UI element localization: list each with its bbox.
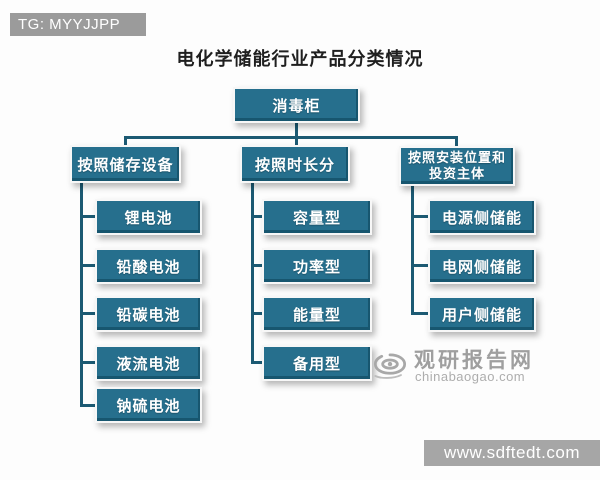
leaf-node: 备用型 bbox=[262, 345, 372, 381]
connector-branch1-stub-4 bbox=[80, 361, 95, 364]
leaf-node: 铅酸电池 bbox=[95, 248, 202, 284]
connector-branch1-stub-3 bbox=[80, 312, 95, 315]
watermark-url-bar: www.sdftedt.com bbox=[424, 440, 600, 466]
leaf-node: 液流电池 bbox=[95, 345, 202, 381]
root-node: 消毒柜 bbox=[233, 87, 360, 123]
connector-branch3-stub-2 bbox=[411, 264, 428, 267]
connector-branch1-stub-2 bbox=[80, 264, 95, 267]
connector-drop-branch-1 bbox=[124, 136, 127, 146]
connector-branch1-stub-1 bbox=[80, 215, 95, 218]
leaf-node: 容量型 bbox=[262, 199, 372, 235]
connector-root-stem bbox=[295, 122, 298, 138]
leaf-node: 用户侧储能 bbox=[428, 296, 536, 332]
leaf-node: 功率型 bbox=[262, 248, 372, 284]
leaf-node: 铅碳电池 bbox=[95, 296, 202, 332]
connector-drop-branch-3 bbox=[455, 136, 458, 147]
leaf-node: 钠硫电池 bbox=[95, 387, 202, 423]
connector-branch2-spine bbox=[251, 183, 254, 364]
watermark-tg-badge: TG: MYYJJPP bbox=[10, 13, 146, 36]
branch-header-duration: 按照时长分 bbox=[240, 145, 350, 183]
branch-header-storage-device: 按照储存设备 bbox=[70, 145, 181, 183]
connector-branch2-stub-1 bbox=[251, 215, 262, 218]
connector-branch3-stub-3 bbox=[411, 312, 428, 315]
connector-top-horizontal bbox=[124, 136, 458, 139]
connector-branch3-spine bbox=[411, 186, 414, 315]
connector-branch2-stub-4 bbox=[251, 361, 262, 364]
watermark-site-domain: chinabaogao.com bbox=[415, 369, 526, 384]
connector-branch3-stub-1 bbox=[411, 215, 428, 218]
swirl-eye-logo-icon bbox=[368, 342, 412, 388]
diagram-title: 电化学储能行业产品分类情况 bbox=[176, 49, 424, 69]
watermark-site-name: 观研报告网 bbox=[414, 349, 534, 372]
leaf-node: 能量型 bbox=[262, 296, 372, 332]
leaf-node: 电源侧储能 bbox=[428, 199, 536, 235]
leaf-node: 电网侧储能 bbox=[428, 248, 536, 284]
connector-branch2-stub-3 bbox=[251, 312, 262, 315]
connector-branch1-stub-5 bbox=[80, 404, 95, 407]
connector-branch2-stub-2 bbox=[251, 264, 262, 267]
leaf-node: 锂电池 bbox=[95, 199, 202, 235]
connector-drop-branch-2 bbox=[295, 136, 298, 146]
branch-header-install-location: 按照安装位置和投资主体 bbox=[399, 146, 515, 186]
connector-branch1-spine bbox=[80, 183, 83, 407]
